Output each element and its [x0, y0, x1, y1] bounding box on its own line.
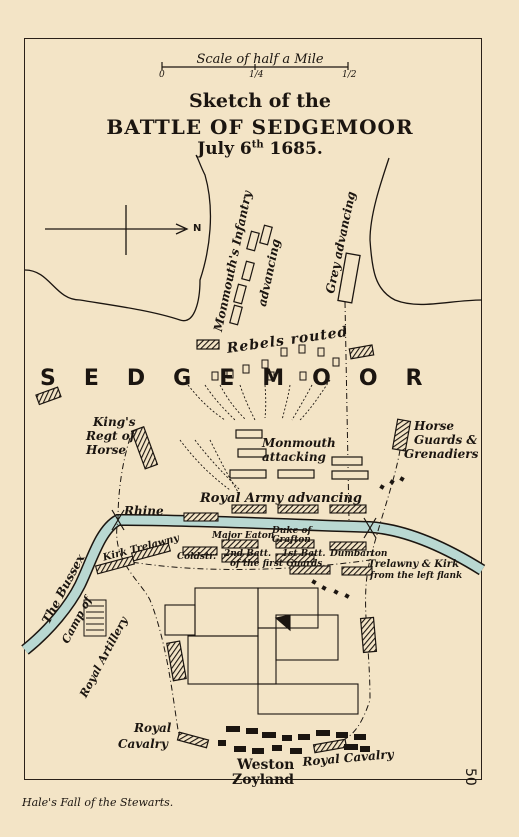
label-trelawny-kirk-2: from the left flank [370, 571, 463, 581]
scale-tick-half: 1/2 [342, 70, 357, 80]
date-month: July 6 [197, 139, 252, 159]
label-kings-regt-3: Horse [86, 443, 127, 457]
date-suffix: th [251, 139, 264, 151]
compass-arrow [45, 205, 189, 255]
royal-cavalry-left-unit [176, 731, 210, 749]
date-year: 1685. [263, 139, 323, 159]
royal-artillery-rear-unit [166, 640, 187, 682]
rebel-flank-unit [348, 344, 375, 360]
label-dumbarton: Dumbarton [330, 549, 388, 559]
footer-credit: Hale's Fall of the Stewarts. [22, 796, 174, 809]
label-trelawny-kirk-1: Trelawny & Kirk [368, 559, 459, 570]
label-duke-of-grafton-1: Duke of [272, 526, 312, 536]
label-kings-regt-2: Regt of [86, 429, 135, 443]
scattered-marks [311, 476, 405, 599]
grey-cavalry [337, 252, 361, 304]
royal-cavalry-right-unit [312, 738, 348, 754]
scale-tick-quarter: 1/4 [249, 70, 264, 80]
label-royal-cavalry-left-1: Royal [134, 721, 172, 735]
artillery-camp [83, 599, 107, 637]
label-duke-of-grafton-2: Grafton [272, 535, 311, 545]
label-horse-guards-3: Grenadiers [404, 447, 479, 461]
east-flank-unit [359, 616, 378, 654]
label-coldstream: Coldstr. [177, 552, 217, 562]
scale-label: Scale of half a Mile [196, 52, 324, 67]
label-rhine: Rhine [124, 504, 164, 518]
kings-regt-horse-unit [130, 426, 159, 470]
label-major-eaton: Major Eaton [212, 531, 275, 541]
field-enclosures [164, 587, 359, 715]
map-title-line2: BATTLE OF SEDGEMOOR [106, 115, 414, 139]
tracks [116, 301, 401, 746]
label-kings-regt-1: King's [93, 415, 136, 429]
rout-trails [179, 379, 331, 496]
royal-army-line [94, 504, 373, 576]
label-monmouth-attacking-2: attacking [262, 450, 326, 464]
label-batt-1st: 1st Batt. [282, 549, 326, 559]
high-ground-left [24, 154, 212, 322]
high-ground-right [369, 157, 483, 306]
infantry-head-unit [196, 339, 220, 350]
map-frame [24, 38, 482, 780]
label-royal-cavalry-left-2: Cavalry [118, 737, 168, 751]
monmouth-attacking-bars [229, 429, 369, 480]
horse-guards-unit [391, 418, 412, 452]
north-indicator: N [193, 223, 202, 234]
label-batt-2nd: 2nd Batt. [224, 549, 272, 559]
rebels-routed-markers [211, 344, 340, 381]
map-title-line1: Sketch of the [189, 90, 331, 112]
sedgemoor-label: SEDGEMOOR [40, 366, 451, 391]
label-zoyland: Zoyland [232, 772, 295, 788]
label-monmouth-attacking-1: Monmouth [262, 436, 336, 450]
label-first-guards: of the first Guards [230, 559, 323, 569]
scale-tick-0: 0 [159, 70, 165, 80]
label-royal-army: Royal Army advancing [200, 491, 363, 506]
map-date: July 6th 1685. [160, 139, 360, 159]
label-weston: Weston [237, 757, 295, 773]
west-outpost-unit [35, 386, 62, 406]
bridge-east [363, 517, 377, 539]
label-horse-guards-1: Horse [414, 419, 455, 433]
label-horse-guards-2: Guards & [414, 433, 478, 447]
page-number: 50 [462, 768, 478, 786]
river-rhine-water [22, 515, 485, 654]
monmouth-infantry-bars [229, 224, 273, 326]
scale-bar [161, 62, 349, 70]
weston-zoyland-buildings [218, 726, 370, 754]
